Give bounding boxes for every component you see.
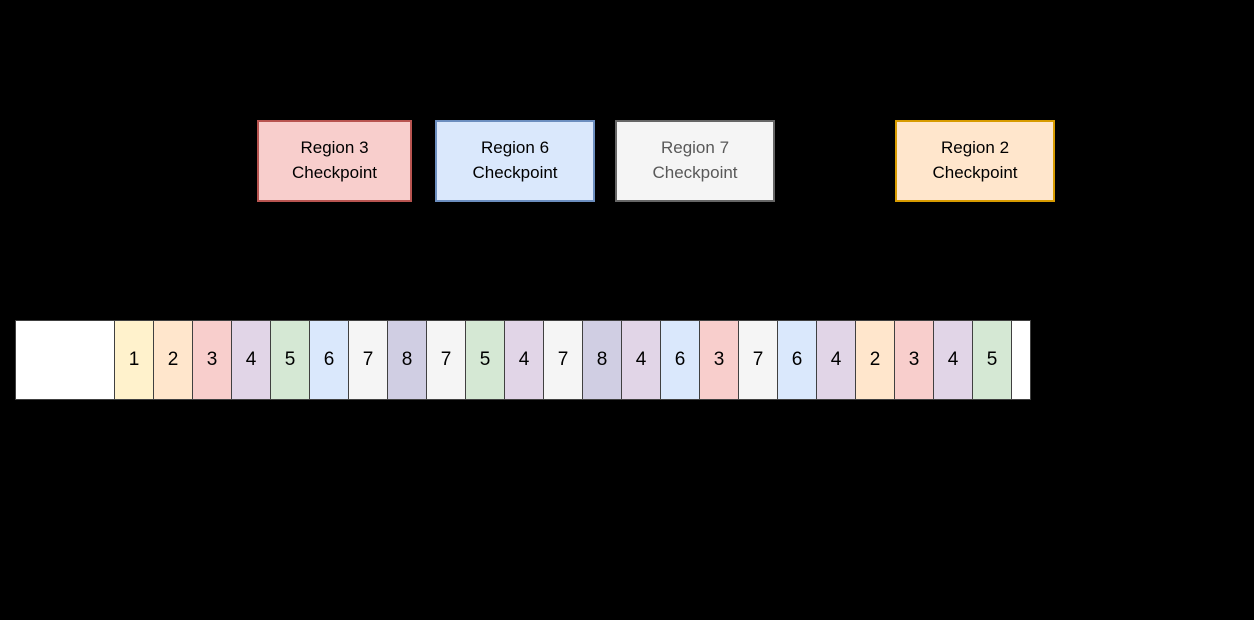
log-cell-region-4: 4 (933, 320, 973, 400)
checkpoint-label-line1: Region 2 (940, 138, 1010, 158)
checkpoint-label-line1: Region 3 (300, 138, 369, 158)
log-cell-region-5: 5 (465, 320, 505, 400)
log-cell-region-6: 6 (660, 320, 700, 400)
checkpoint-box-region-3: Region 3 Checkpoint (257, 120, 412, 202)
log-cell-region-7: 7 (426, 320, 466, 400)
log-cell-region-2: 2 (855, 320, 895, 400)
log-cell-lead (15, 320, 115, 400)
log-cell-region-5: 5 (270, 320, 310, 400)
checkpoint-label-line2: Checkpoint (932, 163, 1018, 182)
log-cell-region-1: 1 (114, 320, 154, 400)
log-cell-region-4: 4 (621, 320, 661, 400)
log-cell-region-7: 7 (543, 320, 583, 400)
log-cell-region-2: 2 (153, 320, 193, 400)
checkpoint-label-line2: Checkpoint (472, 163, 558, 182)
checkpoint-label-line2: Checkpoint (291, 163, 378, 182)
log-cell-region-3: 3 (699, 320, 739, 400)
log-cell-region-6: 6 (309, 320, 349, 400)
log-cell-region-4: 4 (504, 320, 544, 400)
checkpoint-box-region-6: Region 6 Checkpoint (435, 120, 595, 202)
log-cell-region-7: 7 (348, 320, 388, 400)
log-cell-region-5: 5 (972, 320, 1012, 400)
log-cell-region-4: 4 (816, 320, 856, 400)
log-cell-region-8: 8 (582, 320, 622, 400)
log-cell-region-8: 8 (387, 320, 427, 400)
log-cell-region-6: 6 (777, 320, 817, 400)
checkpoint-box-region-2: Region 2 Checkpoint (895, 120, 1055, 202)
checkpoint-label-line1: Region 6 (480, 138, 550, 158)
log-cell-region-4: 4 (231, 320, 271, 400)
log-cell-tail (1011, 320, 1031, 400)
log-cell-region-7: 7 (738, 320, 778, 400)
checkpoint-label-line2: Checkpoint (652, 163, 738, 182)
checkpoint-box-region-7: Region 7 Checkpoint (615, 120, 775, 202)
log-cell-region-3: 3 (192, 320, 232, 400)
checkpoint-label-line1: Region 7 (660, 138, 730, 158)
log-cell-region-3: 3 (894, 320, 934, 400)
